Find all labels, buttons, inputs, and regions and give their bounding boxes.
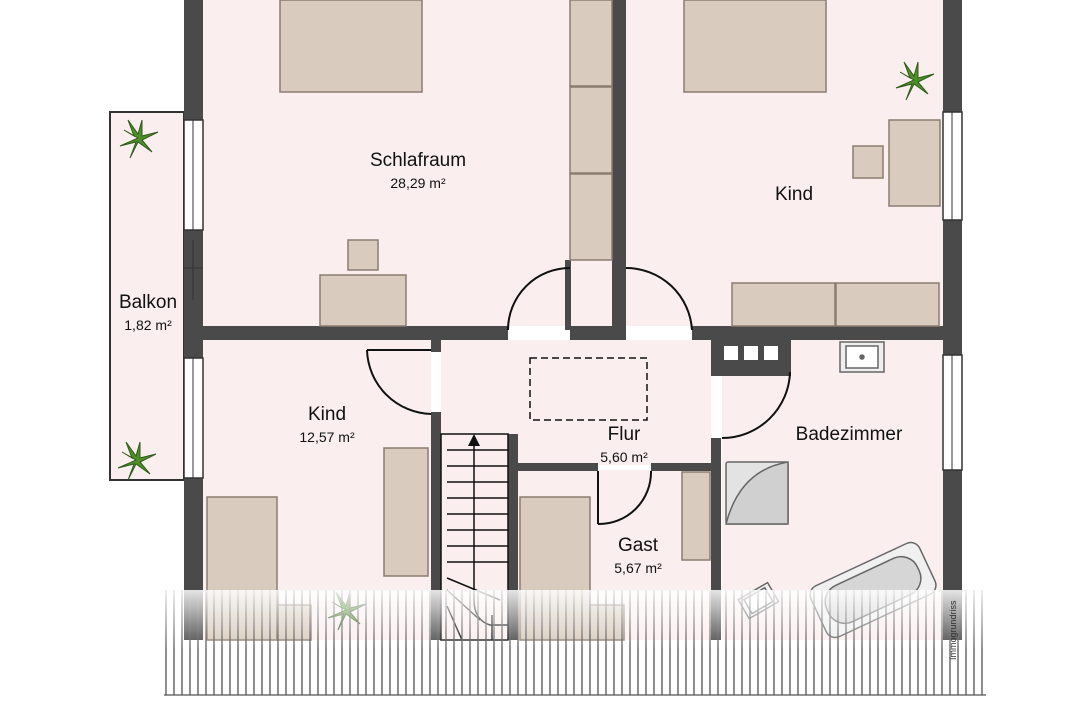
plant-balkon-bottom (117, 441, 157, 481)
door-arc-schlafraum (507, 267, 571, 331)
chair-kind-top (852, 145, 884, 179)
shelf-kind-top-2 (835, 282, 940, 327)
wardrobe-1 (569, 0, 613, 87)
chimney-flues (724, 346, 778, 360)
stair-arrow-head (468, 434, 480, 446)
label-balkon: Balkon 1,82 m² (104, 292, 192, 334)
room-name-kind-left: Kind (307, 404, 347, 425)
wardrobe-3 (569, 173, 613, 261)
wardrobe-kind-left (383, 447, 429, 577)
window-lines (184, 112, 953, 478)
chair-schlafraum (347, 239, 379, 271)
wall-h-gast-top-left (518, 463, 598, 471)
wall-outer-left-top (184, 0, 203, 120)
sink-drain (859, 354, 865, 360)
desk-schlafraum (319, 274, 407, 327)
room-area-balkon: 1,82 m² (124, 317, 172, 333)
plant-kind-top-leaves (895, 61, 935, 101)
flue-1 (724, 346, 738, 360)
wardrobe-gast (681, 471, 711, 561)
room-name-gast: Gast (617, 535, 659, 556)
room-name-flur: Flur (607, 424, 641, 445)
shower-curve (725, 461, 789, 525)
room-name-kind-top: Kind (774, 184, 814, 205)
label-gast: Gast 5,67 m² (588, 535, 688, 577)
shelf-kind-top-1 (731, 282, 836, 327)
wall-h-gast-top-right (651, 463, 711, 471)
label-kind-top: Kind (744, 184, 844, 206)
door-swings (366, 266, 791, 526)
floor-balkon (111, 113, 184, 479)
wall-v-bad-left (711, 438, 721, 640)
wall-v-center-top (612, 0, 626, 340)
room-area-flur: 5,60 m² (600, 449, 648, 465)
wall-outer-right-top (943, 0, 962, 112)
attic-hatch (529, 357, 648, 421)
plant-kind-top (895, 61, 935, 101)
plant-balkon-top-leaves (119, 119, 159, 159)
plant-balkon-top (119, 119, 159, 159)
room-name-balkon: Balkon (118, 292, 178, 313)
room-name-schlafraum: Schlafraum (369, 150, 467, 171)
bed-schlafraum (279, 0, 423, 93)
wall-v-stair-left (431, 412, 441, 640)
door-arc-kind-left (366, 349, 432, 415)
door-arc-kind-top (625, 266, 693, 331)
label-flur: Flur 5,60 m² (574, 424, 674, 466)
hatch-fade (160, 590, 990, 650)
label-schlafraum: Schlafraum 28,29 m² (318, 150, 518, 192)
flue-3 (764, 346, 778, 360)
wall-small-stub (431, 340, 441, 352)
desk-kind-top (888, 119, 941, 207)
room-area-gast: 5,67 m² (614, 560, 662, 576)
wall-v-stair-right (508, 434, 518, 640)
watermark: Immogrundriss (948, 600, 958, 660)
wall-h-right (692, 326, 962, 340)
label-kind-left: Kind 12,57 m² (262, 404, 392, 446)
wall-h-left (184, 326, 508, 340)
flue-2 (744, 346, 758, 360)
room-area-kind-left: 12,57 m² (299, 429, 355, 445)
plant-balkon-bottom-leaves (117, 441, 157, 481)
wall-v-center-stub (565, 260, 571, 330)
wall-outer-right-mid (943, 220, 962, 355)
door-arc-gast (597, 470, 653, 526)
label-badezimmer: Badezimmer (774, 424, 924, 446)
bed-kind-top (683, 0, 827, 93)
room-area-schlafraum: 28,29 m² (390, 175, 446, 191)
door-arc-bad (721, 371, 791, 439)
room-name-badezimmer: Badezimmer (795, 424, 903, 445)
wardrobe-2 (569, 86, 613, 174)
